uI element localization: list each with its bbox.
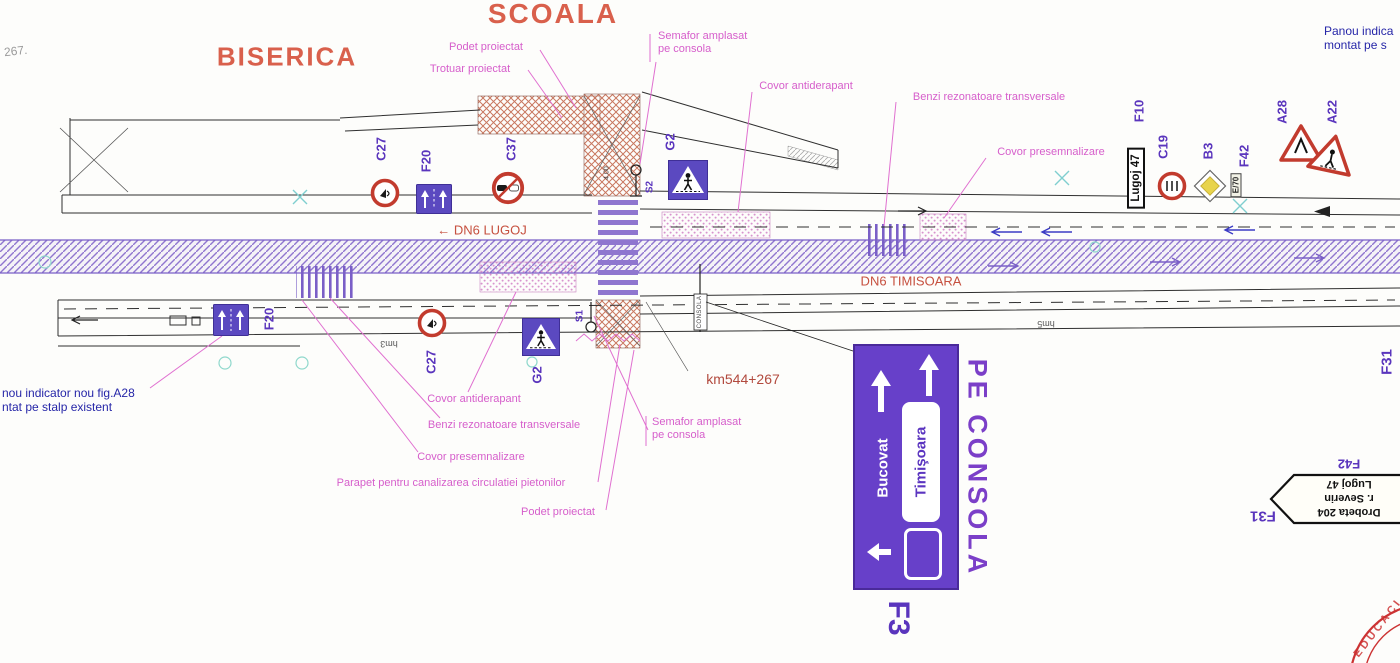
covor-dotted-areas: [479, 211, 967, 293]
flipped-sign-l2: r. Severin: [1324, 492, 1374, 504]
lane-direction-sign-icon: [416, 184, 452, 214]
annotation-covor-antiderapant-bottom: Covor antiderapant: [427, 393, 521, 405]
no-honking-sign-icon: [370, 178, 400, 208]
title-scoala: SCOALA: [487, 0, 619, 29]
code-a22: A22: [1324, 100, 1340, 124]
title-biserica: BISERICA: [216, 41, 358, 72]
annotation-semafor-top: Semafor amplasat pe consola: [658, 30, 747, 56]
annotation-semafor-bottom-l1: Semafor amplasat: [652, 416, 742, 428]
no-overtaking-sign-icon: [491, 171, 525, 205]
survey-marks: [38, 170, 1248, 370]
f3-console-sign: Timişoara Bucovat: [853, 344, 959, 590]
code-c27-top: C27: [373, 137, 389, 161]
traffic-light-symbols: [585, 164, 857, 372]
note-right: Panou indica montat pe s: [1324, 24, 1393, 52]
e70-plate: E/70: [1230, 172, 1242, 198]
annotation-benzi-bottom: Benzi rezonatoare transversale: [427, 419, 581, 431]
code-a28: A28: [1274, 100, 1290, 124]
annotation-trotuar-top: Trotuar proiectat: [429, 63, 511, 75]
note-left-l2: ntat pe stalp existent: [2, 400, 113, 414]
code-b3: B3: [1200, 142, 1216, 160]
pedestrian-warning-triangle-sign-icon-a22: [1304, 127, 1360, 180]
timisoara-label: Timişoara: [912, 426, 930, 498]
up-arrow-icon-right: [915, 352, 943, 398]
note-left-l1: nou indicator nou fig.A28: [2, 386, 135, 400]
code-s1: S1: [574, 309, 586, 323]
code-c37-top: C37: [503, 137, 519, 161]
hm-marker-right: hm5: [1037, 319, 1055, 329]
f3-code-label: F3: [882, 600, 915, 636]
note-right-l1: Panou indica: [1324, 24, 1394, 38]
note-left: nou indicator nou fig.A28 ntat pe stalp …: [2, 386, 135, 414]
code-f10: F10: [1131, 99, 1147, 123]
note-right-l2: montat pe s: [1324, 38, 1387, 52]
bucovat-label: Bucovat: [874, 438, 892, 498]
rumble-strip-areas: [296, 224, 908, 298]
dimension-label: 4.00: [603, 166, 611, 180]
projected-works-hatch: [477, 93, 641, 349]
lane-arrows: [70, 206, 1330, 325]
pedestrian-crossing-sign-icon-bottom: [522, 318, 560, 356]
annotation-leader-lines: [149, 34, 987, 511]
flipped-sign-l1: Drobeta 204: [1317, 506, 1381, 518]
annotation-semafor-bottom-l2: pe consola: [652, 429, 706, 441]
flipped-direction-sign: Drobeta 204 r. Severin Lugoj 47: [1268, 470, 1400, 528]
code-c27-bottom: C27: [423, 350, 439, 374]
code-s2: S2: [644, 180, 656, 194]
road-label-dn6-timisoara: DN6 TIMISOARA: [860, 273, 962, 289]
road-label-dn6-lugoj: ← DN6 LUGOJ: [437, 222, 527, 238]
km-marker-label: km544+267: [706, 371, 780, 387]
annotation-podet-bottom: Podet proiectat: [521, 506, 595, 518]
code-f31-right: F31: [1378, 349, 1396, 375]
code-f20-top: F20: [418, 149, 434, 173]
annotation-benzi-top: Benzi rezonatoare transversale: [912, 91, 1066, 103]
corner-number: 267.: [3, 42, 29, 60]
annotation-covor-presemnalizare-bottom: Covor presemnalizare: [417, 451, 525, 463]
code-f20-bottom: F20: [261, 307, 277, 331]
zebra-crossing: [598, 197, 638, 299]
pe-consola-label: PE CONSOLA: [962, 358, 993, 578]
lugoj47-plate: Lugoj 47: [1127, 147, 1145, 209]
lane-direction-sign-icon-bottom: [213, 304, 249, 336]
pedestrian-crossing-sign-icon-top: [668, 160, 708, 200]
flipped-direction-sign-text: Drobeta 204 r. Severin Lugoj 47: [1296, 477, 1400, 519]
annotation-podet-top: Podet proiectat: [449, 41, 523, 53]
median-hatch-strip: [0, 239, 1400, 274]
junction-gray-hatch: [787, 145, 839, 171]
empty-panel-outline: [904, 528, 942, 580]
code-g2-top: G2: [662, 133, 678, 151]
consola-label: CONSOLA: [697, 295, 703, 329]
annotation-semafor-bottom: Semafor amplasat pe consola: [652, 416, 741, 442]
code-g2-bottom: G2: [529, 366, 545, 384]
restriction-sign-icon: [1157, 171, 1187, 201]
code-c19: C19: [1155, 135, 1171, 159]
timisoara-panel: Timişoara: [902, 402, 940, 522]
priority-road-sign-icon: [1193, 169, 1227, 203]
annotation-covor-presemnalizare-top: Covor presemnalizare: [997, 146, 1105, 158]
up-arrow-icon-left: [867, 368, 895, 414]
left-arrow-icon-bottom: [865, 530, 895, 574]
warning-triangle-sign-icon-a28: [1278, 122, 1324, 164]
flipped-sign-l3: Lugoj 47: [1326, 478, 1372, 490]
annotation-semafor-top-l1: Semafor amplasat: [658, 30, 748, 42]
code-f42: F42: [1236, 144, 1252, 168]
no-honking-sign-icon-bottom: [417, 308, 447, 338]
road-lines: [57, 91, 1400, 347]
annotation-semafor-top-l2: pe consola: [658, 43, 712, 55]
annotation-parapet: Parapet pentru canalizarea circulatiei p…: [336, 477, 566, 489]
annotation-covor-antiderapant-top: Covor antiderapant: [759, 80, 853, 92]
hm-marker-left: hm3: [380, 339, 398, 349]
